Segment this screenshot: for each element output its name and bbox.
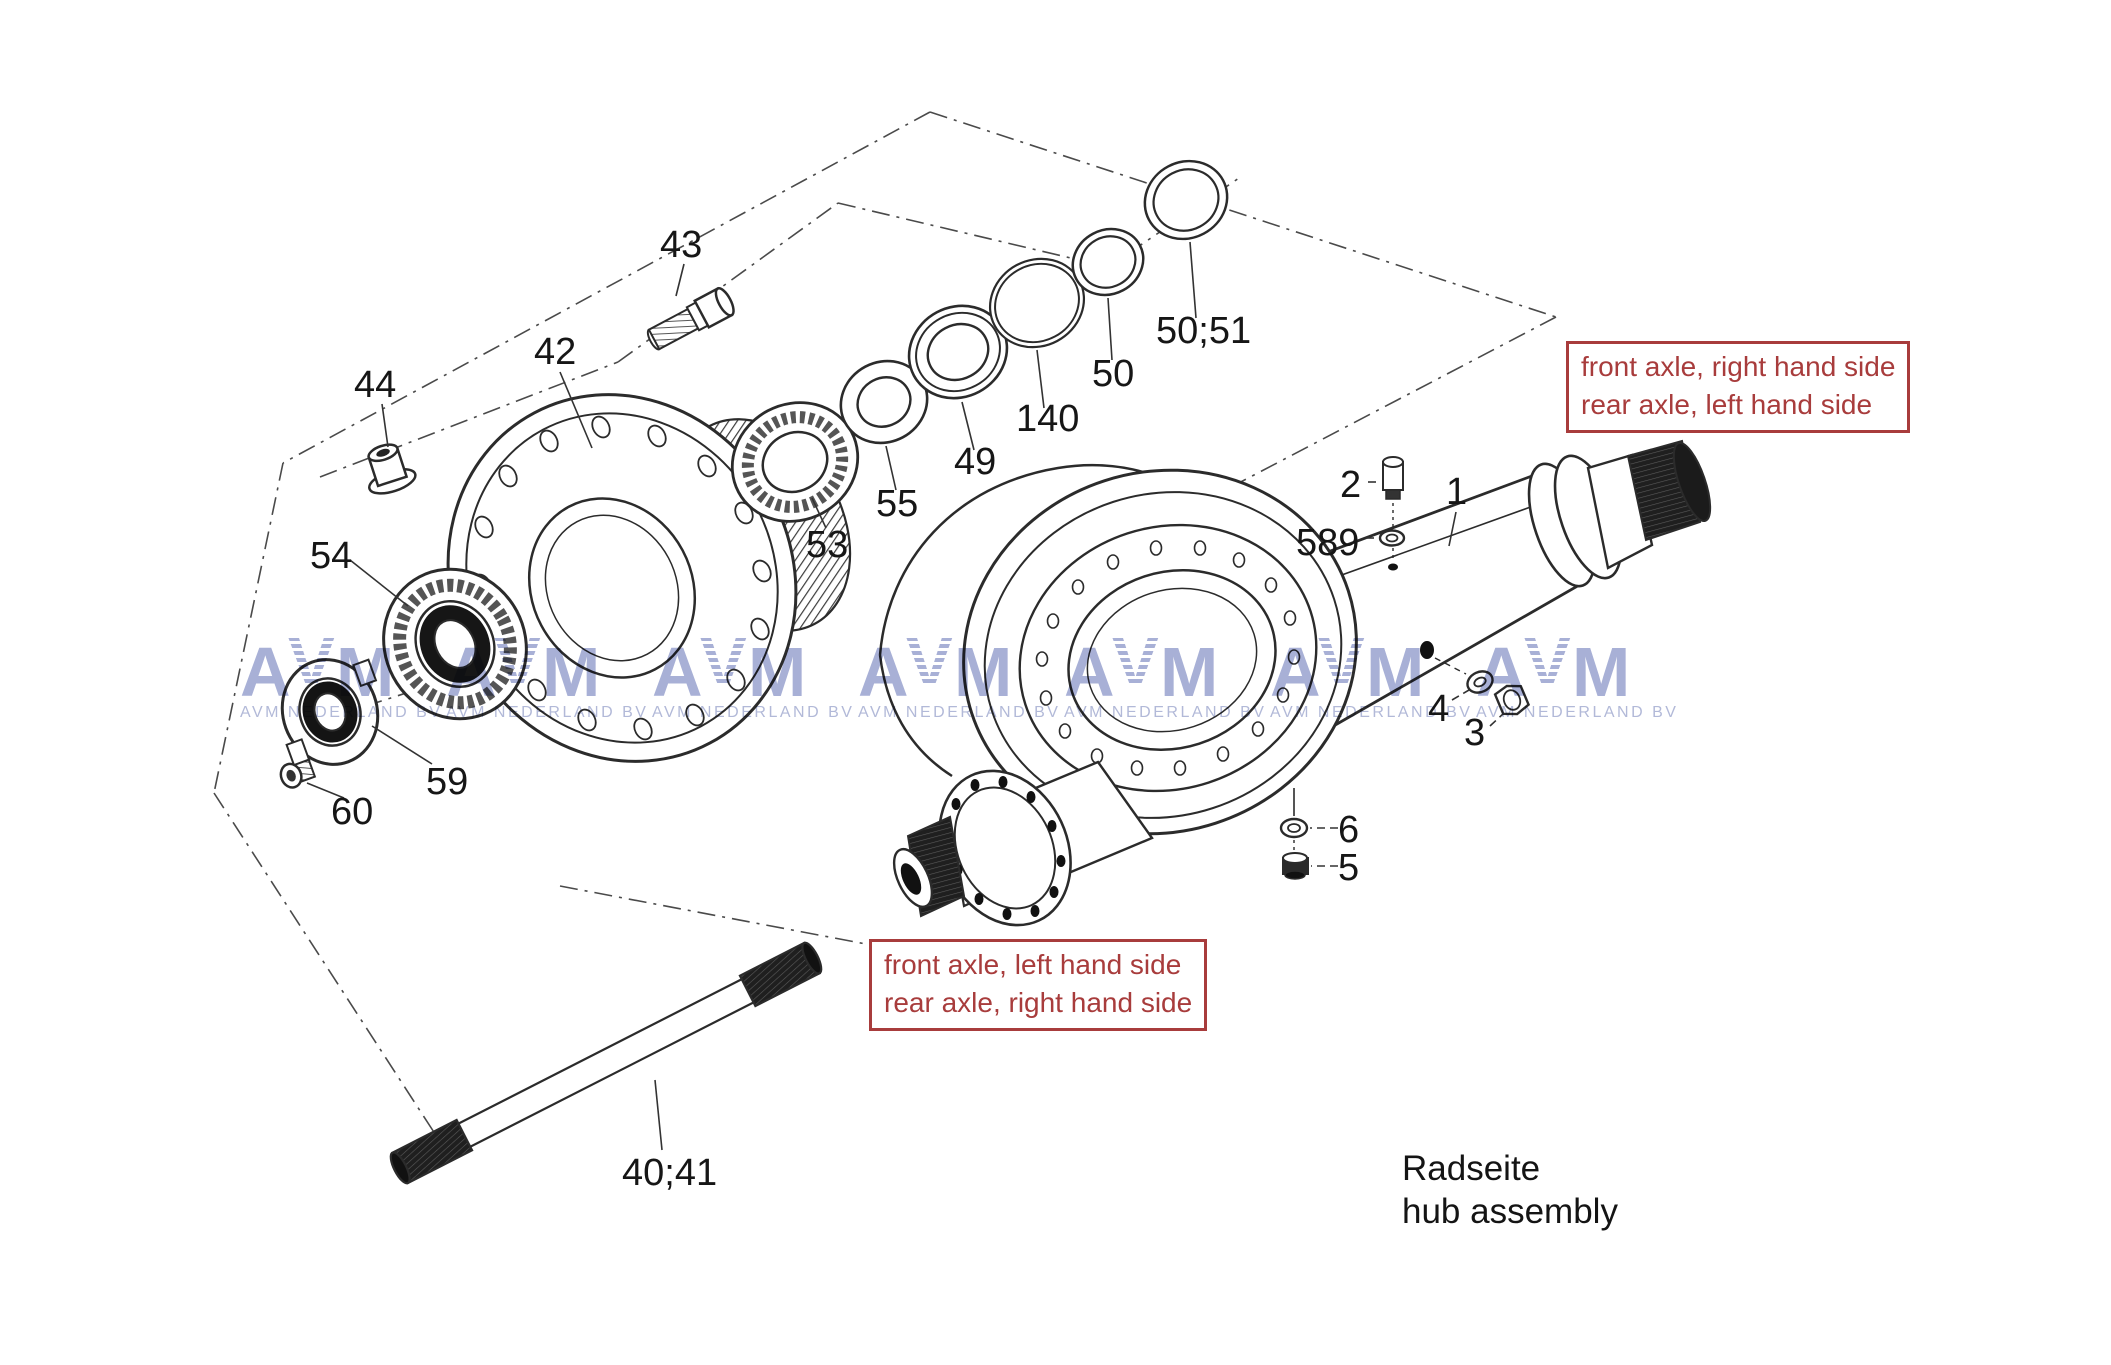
part-label-43: 43 bbox=[660, 224, 702, 266]
part-label-2: 2 bbox=[1340, 464, 1361, 506]
diagram-caption: Radseite hub assembly bbox=[1402, 1148, 1618, 1233]
housing-spindle-left bbox=[892, 760, 1154, 927]
wheel-stud-43 bbox=[646, 286, 735, 351]
washer-6 bbox=[1279, 817, 1309, 839]
bearing-54 bbox=[382, 567, 528, 721]
envelope-line bbox=[213, 462, 284, 794]
seal-ring-4 bbox=[1466, 670, 1494, 694]
washer-589 bbox=[1378, 529, 1406, 547]
drain-plug-5 bbox=[1282, 852, 1309, 880]
plug-screw-3 bbox=[1493, 684, 1531, 716]
part-label-3: 3 bbox=[1464, 712, 1485, 754]
part-label-59: 59 bbox=[426, 761, 468, 803]
part-label-55: 55 bbox=[876, 483, 918, 525]
part-label-53: 53 bbox=[806, 524, 848, 566]
shaft-tip bbox=[801, 941, 823, 975]
ring-50-51 bbox=[1143, 159, 1229, 241]
banjo-opening bbox=[1067, 568, 1277, 752]
note-line: rear axle, left hand side bbox=[1581, 388, 1873, 420]
hub-sub-assembly bbox=[279, 159, 1229, 789]
wheel-hub-42 bbox=[446, 393, 798, 763]
screw-60 bbox=[279, 758, 317, 789]
housing-bowl bbox=[878, 654, 953, 778]
part-label-6: 6 bbox=[1338, 809, 1359, 851]
housing-banjo-ring bbox=[962, 468, 1358, 836]
part-label-54: 54 bbox=[310, 535, 352, 577]
part-label-50: 50 bbox=[1092, 353, 1134, 395]
part-label-589: 589 bbox=[1296, 522, 1359, 564]
part-label-42: 42 bbox=[534, 331, 576, 373]
caption-line-de: Radseite bbox=[1402, 1149, 1541, 1188]
seal-49 bbox=[907, 304, 1009, 400]
part-label-44: 44 bbox=[354, 364, 396, 406]
leader-to-note-box bbox=[559, 885, 867, 945]
envelope-line bbox=[213, 792, 453, 1161]
banjo-bolt-holes bbox=[1035, 540, 1301, 776]
ring-50 bbox=[1071, 227, 1145, 297]
part-label-50-51: 50;51 bbox=[1156, 310, 1251, 352]
envelope-line bbox=[929, 111, 1557, 318]
axle-housing-1 bbox=[878, 439, 1712, 927]
part-label-4: 4 bbox=[1428, 688, 1449, 730]
fill-plug-hole bbox=[1420, 641, 1434, 659]
breather-hole bbox=[1388, 563, 1398, 571]
note-line: front axle, left hand side bbox=[884, 949, 1182, 980]
part-label-5: 5 bbox=[1338, 847, 1359, 889]
axle-shaft bbox=[389, 941, 823, 1185]
note-line: front axle, right hand side bbox=[1581, 351, 1896, 382]
envelope-line bbox=[282, 111, 931, 464]
part-label-1: 1 bbox=[1446, 471, 1467, 513]
note-line: rear axle, right hand side bbox=[884, 986, 1193, 1018]
part-label-140: 140 bbox=[1016, 398, 1079, 440]
housing-tube-tip bbox=[1672, 442, 1712, 522]
part-label-60: 60 bbox=[331, 791, 373, 833]
note-box-bottom: front axle, left hand side rear axle, ri… bbox=[869, 939, 1208, 1032]
lock-nut-59 bbox=[280, 658, 380, 767]
part-label-40-41: 40;41 bbox=[622, 1152, 717, 1194]
nut-44 bbox=[367, 443, 417, 495]
hub-bore bbox=[527, 497, 697, 679]
shaft-tip bbox=[389, 1151, 411, 1185]
breather-plug-2 bbox=[1382, 456, 1404, 500]
note-box-top-right: front axle, right hand side rear axle, l… bbox=[1566, 341, 1911, 434]
leader-lines bbox=[306, 241, 1505, 1151]
caption-line-en: hub assembly bbox=[1402, 1191, 1618, 1231]
part-label-49: 49 bbox=[954, 441, 996, 483]
hub-bolt-holes bbox=[472, 415, 772, 741]
part-labels: 43 42 44 54 59 60 53 55 49 140 50 50;51 … bbox=[310, 224, 1485, 1194]
